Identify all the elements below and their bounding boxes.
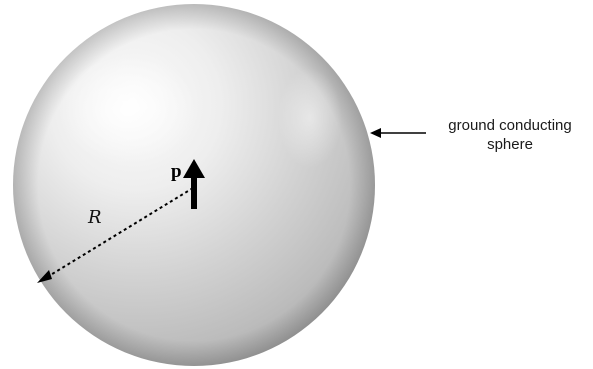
dipole-arrow <box>183 159 205 209</box>
sphere-caption: ground conducting sphere <box>430 116 590 154</box>
sphere-caption-line1: ground conducting <box>448 117 572 134</box>
pointer-arrow <box>370 128 426 138</box>
dipole-label: p <box>171 161 182 182</box>
radius-dashed-line <box>43 187 194 280</box>
radius-indicator <box>37 187 194 283</box>
sphere-caption-line2: sphere <box>487 136 533 153</box>
radius-label: R <box>87 207 102 228</box>
radius-arrowhead <box>37 270 52 283</box>
